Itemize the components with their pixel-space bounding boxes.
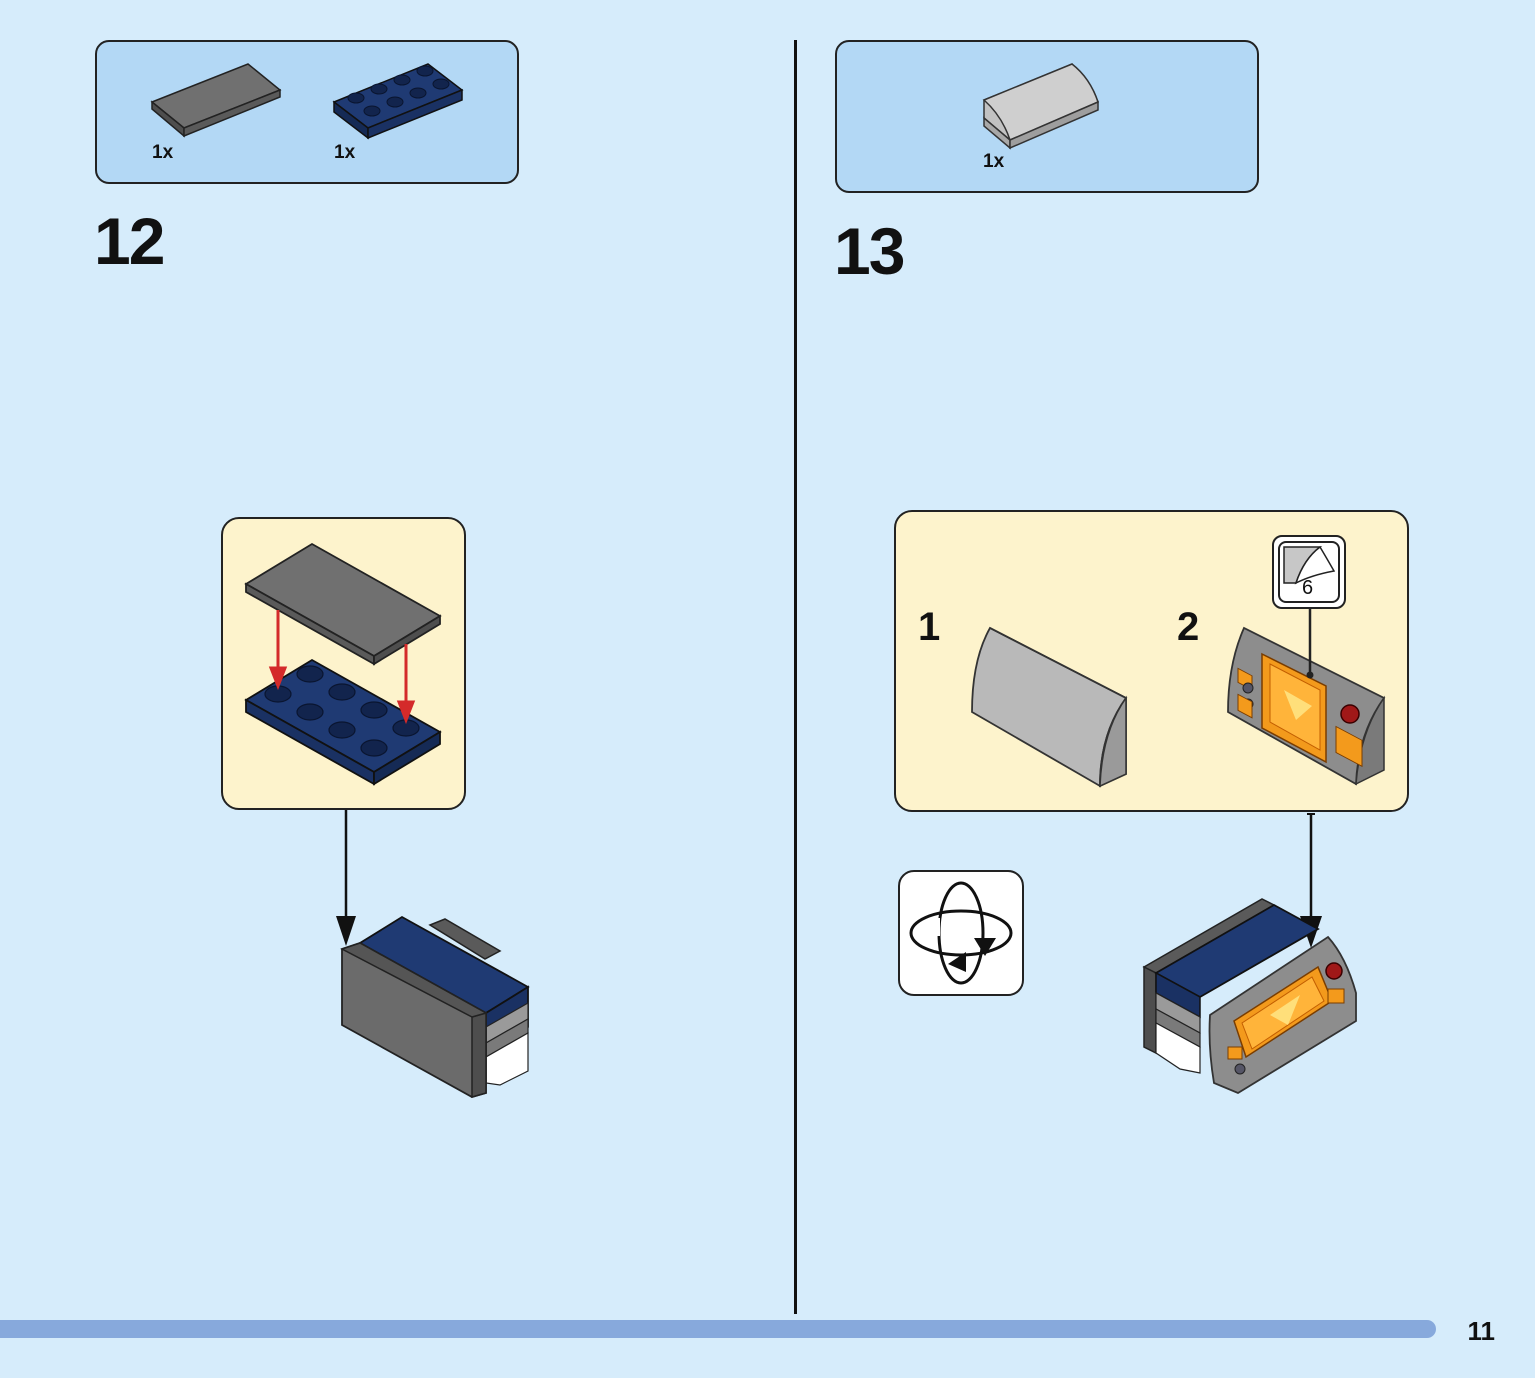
sticker-inner-frame <box>1278 541 1340 603</box>
sticker-icon <box>1283 545 1336 585</box>
sticker-callout: 6 <box>1272 535 1346 609</box>
model-result-step-13 <box>1142 898 1357 1095</box>
rotate-model-box <box>898 870 1024 996</box>
substep-number-2: 2 <box>1177 605 1200 649</box>
progress-bar <box>0 1320 1436 1338</box>
step-number-13: 13 <box>834 214 905 288</box>
part-dark-blue-plate <box>332 63 464 140</box>
sticker-number: 6 <box>1302 577 1314 599</box>
arrow-down-icon <box>336 810 356 946</box>
subassembly-tile-onto-plate <box>244 542 442 786</box>
part-light-gray-curved-slope <box>982 63 1099 150</box>
part-qty-gray-tile: 1x <box>152 142 174 163</box>
model-result-step-12 <box>340 915 530 1098</box>
page-number: 11 <box>1467 1316 1496 1346</box>
sticker-leader-line <box>1306 609 1314 679</box>
step-number-12: 12 <box>94 204 165 278</box>
substep-1-curved-slope <box>971 626 1128 788</box>
part-qty-dark-blue-plate: 1x <box>334 142 356 163</box>
rotate-model-icon <box>909 881 1013 985</box>
substep-2-slope-with-sticker <box>1227 626 1386 786</box>
part-gray-tile <box>150 63 282 138</box>
part-qty-light-gray-curved-slope: 1x <box>983 151 1005 172</box>
page-divider <box>794 40 797 1314</box>
substep-number-1: 1 <box>918 605 941 649</box>
